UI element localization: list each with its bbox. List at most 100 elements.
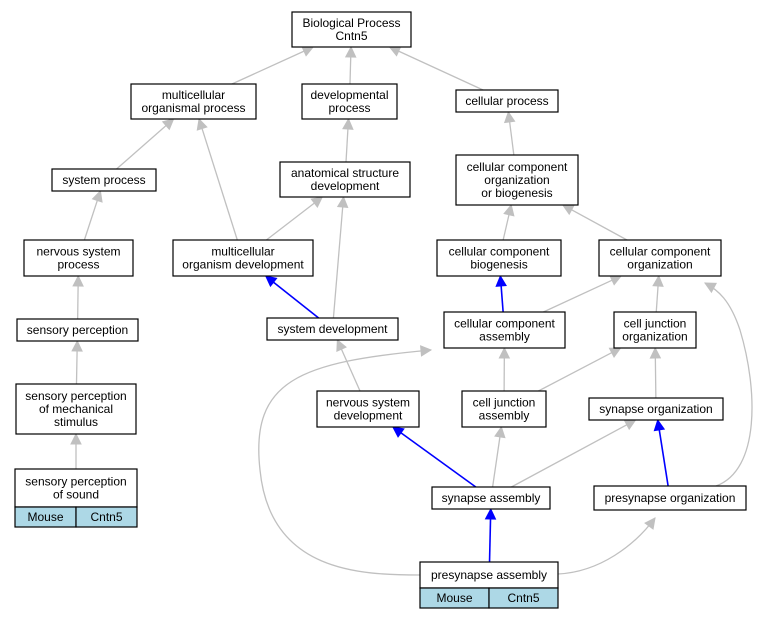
go-term-box xyxy=(316,390,420,428)
go-term-label: assembly xyxy=(479,330,530,344)
go-term-presynapse-assembly[interactable]: presynapse assembly xyxy=(419,561,559,589)
go-term-label: multicellular xyxy=(211,245,274,259)
edge-cellular-component-assembly-to-cellular-component-biogenesis xyxy=(495,274,507,313)
go-term-box xyxy=(51,168,157,192)
edge-multicellular-organism-development-to-multicellular-organismal-process xyxy=(196,117,238,241)
edge-synapse-assembly-to-synapse-organization xyxy=(511,419,637,488)
edge-cellular-component-assembly-to-cellular-component-organization xyxy=(543,275,623,313)
go-term-label: developmental xyxy=(310,88,388,102)
go-term-box xyxy=(16,318,139,342)
edge-synapse-assembly-to-cell-junction-assembly xyxy=(491,425,506,488)
go-term-label: organization xyxy=(622,330,687,344)
go-term-label: synapse assembly xyxy=(442,491,541,505)
go-term-label: or biogenesis xyxy=(481,186,552,200)
go-term-label: sensory perception xyxy=(25,389,126,403)
go-term-label: sensory perception xyxy=(25,475,126,489)
go-term-label: organism development xyxy=(182,258,304,272)
go-term-box xyxy=(443,311,566,349)
go-term-synapse-assembly[interactable]: synapse assembly xyxy=(431,486,551,510)
go-term-label: Biological Process xyxy=(302,16,400,30)
go-term-box xyxy=(130,83,257,120)
edge-cellular-component-organization-to-cellular-component-org-or-biogenesis xyxy=(561,204,628,241)
node-layer: Biological ProcessCntn5multicellularorga… xyxy=(14,11,747,609)
edge-nervous-system-development-to-system-development xyxy=(336,338,361,392)
go-term-box xyxy=(23,239,134,277)
go-term-label: system development xyxy=(277,322,388,336)
go-term-label: multicellular xyxy=(162,88,225,102)
edge-sensory-perception-sound-to-sensory-perception-mechanical xyxy=(70,432,82,469)
edge-sensory-perception-to-nervous-system-process xyxy=(72,274,84,320)
go-term-box xyxy=(588,397,724,421)
go-term-box xyxy=(593,485,747,511)
go-term-label: process xyxy=(57,258,99,272)
go-term-system-process[interactable]: system process xyxy=(51,168,157,192)
go-term-label: nervous system xyxy=(36,245,120,259)
edge-cell-junction-organization-to-cellular-component-organization xyxy=(652,274,664,313)
go-term-box xyxy=(266,317,399,341)
edge-system-development-to-anatomical-structure-development xyxy=(332,195,349,319)
go-term-box xyxy=(613,311,697,349)
go-term-box xyxy=(279,161,411,198)
go-term-sensory-perception[interactable]: sensory perception xyxy=(16,318,139,342)
go-term-cellular-process[interactable]: cellular process xyxy=(455,89,559,113)
edge-developmental-process-to-bp xyxy=(344,45,357,85)
edge-presynapse-assembly-to-cellular-component-assembly xyxy=(258,345,433,576)
go-term-label: Cntn5 xyxy=(335,29,367,43)
go-term-label: cell junction xyxy=(473,396,536,410)
go-term-label: cellular process xyxy=(465,94,548,108)
edge-synapse-organization-to-cell-junction-organization xyxy=(649,346,662,399)
go-term-box xyxy=(301,83,398,120)
go-term-label: development xyxy=(311,179,380,193)
edge-cellular-component-org-or-biogenesis-to-cellular-process xyxy=(503,110,516,156)
edge-nervous-system-process-to-system-process xyxy=(83,189,103,241)
go-term-box xyxy=(15,383,137,435)
edge-cellular-process-to-bp xyxy=(388,46,484,91)
edge-multicellular-organismal-process-to-bp xyxy=(231,46,315,85)
edge-sensory-perception-mechanical-to-sensory-perception xyxy=(71,339,83,385)
edge-layer xyxy=(70,45,753,576)
go-term-system-development[interactable]: system development xyxy=(266,317,399,341)
edge-system-development-to-multicellular-organism-development xyxy=(264,275,320,319)
go-term-label: presynapse assembly xyxy=(431,568,547,582)
go-term-presynapse-organization[interactable]: presynapse organization xyxy=(593,485,747,511)
organism-label: Mouse xyxy=(27,510,63,524)
go-term-box xyxy=(436,239,562,277)
edge-presynapse-assembly-to-synapse-assembly xyxy=(484,507,497,563)
go-term-label: cellular component xyxy=(467,160,568,174)
go-term-label: organismal process xyxy=(141,101,245,115)
go-term-synapse-organization[interactable]: synapse organization xyxy=(588,397,724,421)
go-term-box xyxy=(419,561,559,589)
go-term-label: process xyxy=(328,101,370,115)
edge-cellular-component-biogenesis-to-cellular-component-org-or-biogenesis xyxy=(502,203,515,241)
gene-cell xyxy=(75,506,138,528)
go-term-label: biogenesis xyxy=(470,258,527,272)
go-term-label: anatomical structure xyxy=(291,166,399,180)
organism-label: Mouse xyxy=(436,591,472,605)
go-term-label: organization xyxy=(627,258,692,272)
go-term-label: presynapse organization xyxy=(605,491,736,505)
edge-anatomical-structure-development-to-developmental-process xyxy=(342,117,354,163)
go-term-box xyxy=(431,486,551,510)
go-term-label: sensory perception xyxy=(27,323,128,337)
go-term-label: stimulus xyxy=(54,415,98,429)
gene-label: Cntn5 xyxy=(90,510,122,524)
edge-system-process-to-multicellular-organismal-process xyxy=(116,118,175,170)
go-term-label: of sound xyxy=(53,488,99,502)
go-term-box xyxy=(598,239,722,277)
